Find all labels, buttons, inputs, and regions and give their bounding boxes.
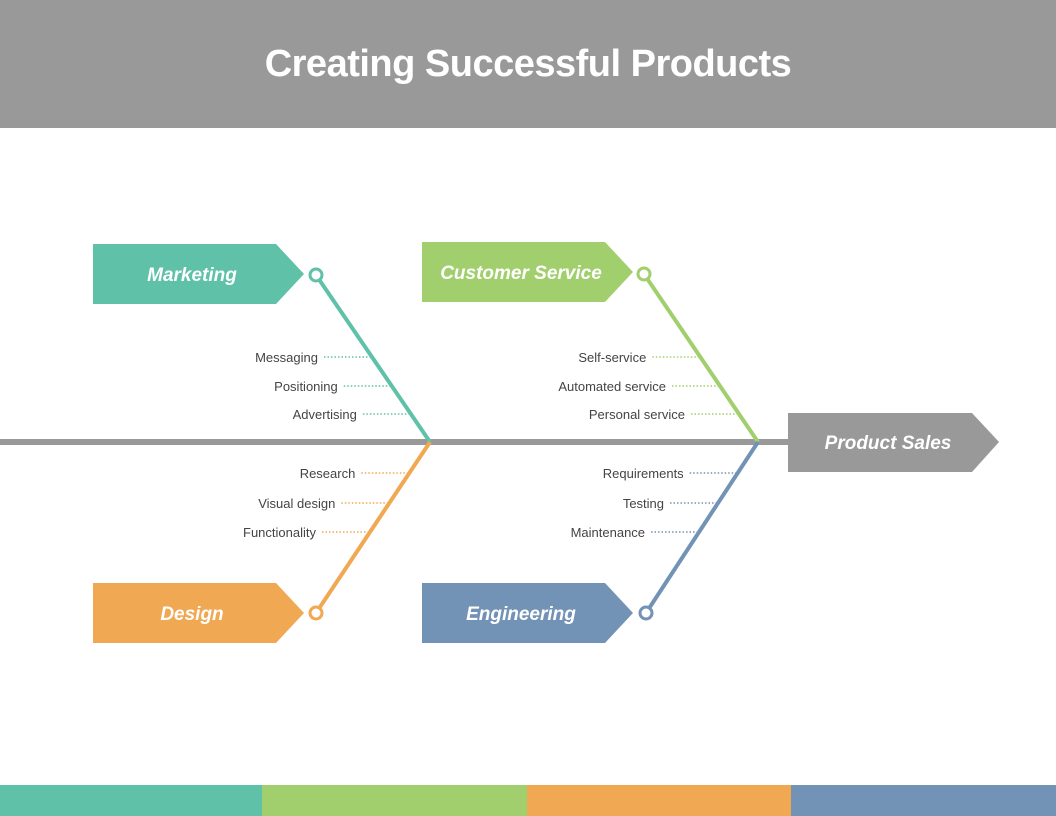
engineering-bone	[644, 440, 760, 615]
cause-label: Positioning	[274, 379, 338, 394]
cause-label: Research	[300, 466, 356, 481]
footer-color-bar	[0, 785, 1056, 816]
effect-arrow-shape	[788, 413, 999, 472]
design-node-icon	[308, 605, 324, 621]
engineering-label: Engineering	[466, 604, 576, 625]
customer-service-node-icon	[636, 266, 652, 282]
engineering-node-icon	[638, 605, 654, 621]
engineering-box	[422, 583, 633, 643]
footer-segment	[0, 785, 262, 816]
category-engineering: RequirementsTestingMaintenanceEngineerin…	[422, 440, 760, 643]
customer-service-label: Customer Service	[440, 263, 602, 284]
marketing-box	[93, 244, 304, 304]
cause-label: Personal service	[589, 407, 685, 422]
customer-service-bone	[642, 272, 760, 444]
cause-label: Visual design	[258, 496, 335, 511]
page-title: Creating Successful Products	[264, 42, 792, 85]
cause-label: Functionality	[243, 525, 316, 540]
design-box	[93, 583, 304, 643]
cause-label: Maintenance	[571, 525, 645, 540]
cause-label: Self-service	[578, 350, 646, 365]
footer-segment	[262, 785, 527, 816]
footer-segment	[791, 785, 1056, 816]
title-banner: Creating Successful Products	[0, 0, 1056, 128]
customer-service-box	[422, 242, 633, 302]
cause-label: Advertising	[293, 407, 357, 422]
design-label: Design	[160, 604, 223, 625]
cause-label: Messaging	[255, 350, 318, 365]
design-bone	[314, 440, 432, 615]
effect-label: Product Sales	[825, 433, 952, 454]
effect-box: Product Sales	[788, 413, 999, 472]
cause-label: Testing	[623, 496, 664, 511]
footer-segment	[527, 785, 791, 816]
marketing-label: Marketing	[147, 265, 237, 286]
cause-label: Automated service	[558, 379, 666, 394]
marketing-bone	[314, 273, 432, 444]
marketing-node-icon	[308, 267, 324, 283]
cause-label: Requirements	[603, 466, 684, 481]
